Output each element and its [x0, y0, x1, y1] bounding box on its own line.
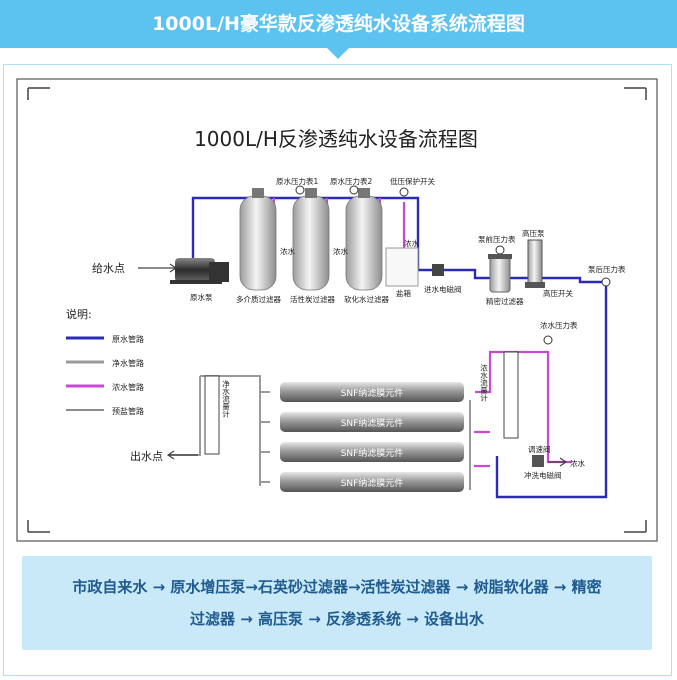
precision-filter-label: 精密过滤器	[486, 296, 524, 306]
gauge-icon	[349, 185, 359, 195]
salt-tank-icon	[385, 247, 419, 287]
softener-tank-icon	[345, 188, 383, 291]
legend-title: 说明:	[66, 307, 92, 321]
multimedia-filter-label: 多介质过滤器	[236, 294, 281, 304]
membrane	[280, 382, 464, 402]
pure-flowmeter-icon	[204, 375, 220, 455]
concentrate-label: 浓水	[404, 238, 419, 248]
diagram-frame	[3, 64, 672, 676]
membrane-label: SNF纳滤膜元件	[341, 447, 404, 459]
raw-pump-icon	[170, 258, 229, 284]
pre-gauge-label: 泵前压力表	[478, 234, 516, 244]
high-pressure-pump-icon	[525, 239, 545, 288]
legend-item: 净水管路	[112, 358, 144, 368]
conc-flowmeter-label: 浓水流量计	[479, 364, 488, 403]
post-gauge-label: 泵后压力表	[588, 264, 626, 274]
legend-item: 浓水管路	[112, 382, 144, 392]
process-summary-line: 市政自来水 → 原水增压泵→石英砂过滤器→活性炭过滤器 → 树脂软化器 → 精密	[72, 578, 602, 596]
gauge1-label: 原水压力表1	[276, 176, 318, 186]
outlet-arrow-icon	[166, 450, 198, 460]
process-summary-box: 市政自来水 → 原水增压泵→石英砂过滤器→活性炭过滤器 → 树脂软化器 → 精密…	[22, 556, 652, 650]
raw-pump-label: 原水泵	[190, 292, 213, 302]
membrane	[280, 472, 464, 492]
inlet-valve-label: 进水电磁阀	[424, 284, 462, 294]
inlet-valve-icon	[432, 264, 444, 276]
pure-flowmeter-label: 净水流量计	[221, 379, 230, 419]
gauge-icon	[495, 245, 505, 255]
multimedia-filter-tank-icon	[239, 188, 277, 291]
softener-label: 软化水过滤器	[344, 294, 389, 304]
membrane-label: SNF纳滤膜元件	[341, 417, 404, 429]
membrane	[280, 442, 464, 462]
membrane-elements	[280, 382, 464, 492]
gauge-icon	[601, 277, 611, 287]
precision-filter-icon	[488, 254, 512, 293]
drain-arrow-icon	[548, 457, 568, 467]
carbon-filter-tank-icon	[292, 188, 330, 291]
legend-item: 预盐管路	[112, 406, 144, 416]
hp-switch-label: 高压开关	[543, 288, 573, 298]
flush-valve-icon	[532, 455, 544, 467]
membrane-label: SNF纳滤膜元件	[341, 387, 404, 399]
conc-flowmeter-icon	[503, 351, 519, 439]
diagram-border	[16, 78, 658, 542]
corner-mark	[27, 87, 647, 533]
gauge-icon	[543, 335, 553, 345]
diagram-title: 1000L/H反渗透纯水设备流程图	[194, 127, 478, 151]
legend: 说明: 原水管路 净水管路 浓水管路 预盐管路	[66, 307, 144, 416]
carbon-filter-label: 活性炭过滤器	[290, 294, 335, 304]
process-summary-line: 过滤器 → 高压泵 → 反渗透系统 → 设备出水	[189, 610, 485, 628]
membrane-label: SNF纳滤膜元件	[341, 477, 404, 489]
salt-tank-label: 盐箱	[396, 288, 411, 298]
header-banner	[0, 0, 677, 48]
legend-item: 原水管路	[112, 334, 144, 344]
drain-label: 浓水	[570, 458, 585, 468]
low-pressure-switch-label: 低压保护开关	[390, 176, 435, 186]
flush-valve-label: 冲洗电磁阀	[524, 470, 562, 480]
membrane	[280, 412, 464, 432]
gauge-icon	[399, 187, 409, 197]
banner-pointer	[326, 47, 350, 59]
concentrate-label: 浓水	[280, 246, 295, 256]
outlet-label: 出水点	[130, 449, 163, 463]
conc-gauge-label: 浓水压力表	[540, 320, 578, 330]
gauge2-label: 原水压力表2	[330, 176, 372, 186]
hp-pump-label: 高压泵	[522, 228, 545, 238]
reg-valve-label: 调速阀	[528, 445, 551, 454]
inlet-label: 给水点	[92, 262, 125, 275]
gauge-icon	[295, 185, 305, 195]
concentrate-label: 浓水	[333, 246, 348, 256]
page-title: 1000L/H豪华款反渗透纯水设备系统流程图	[152, 13, 525, 35]
